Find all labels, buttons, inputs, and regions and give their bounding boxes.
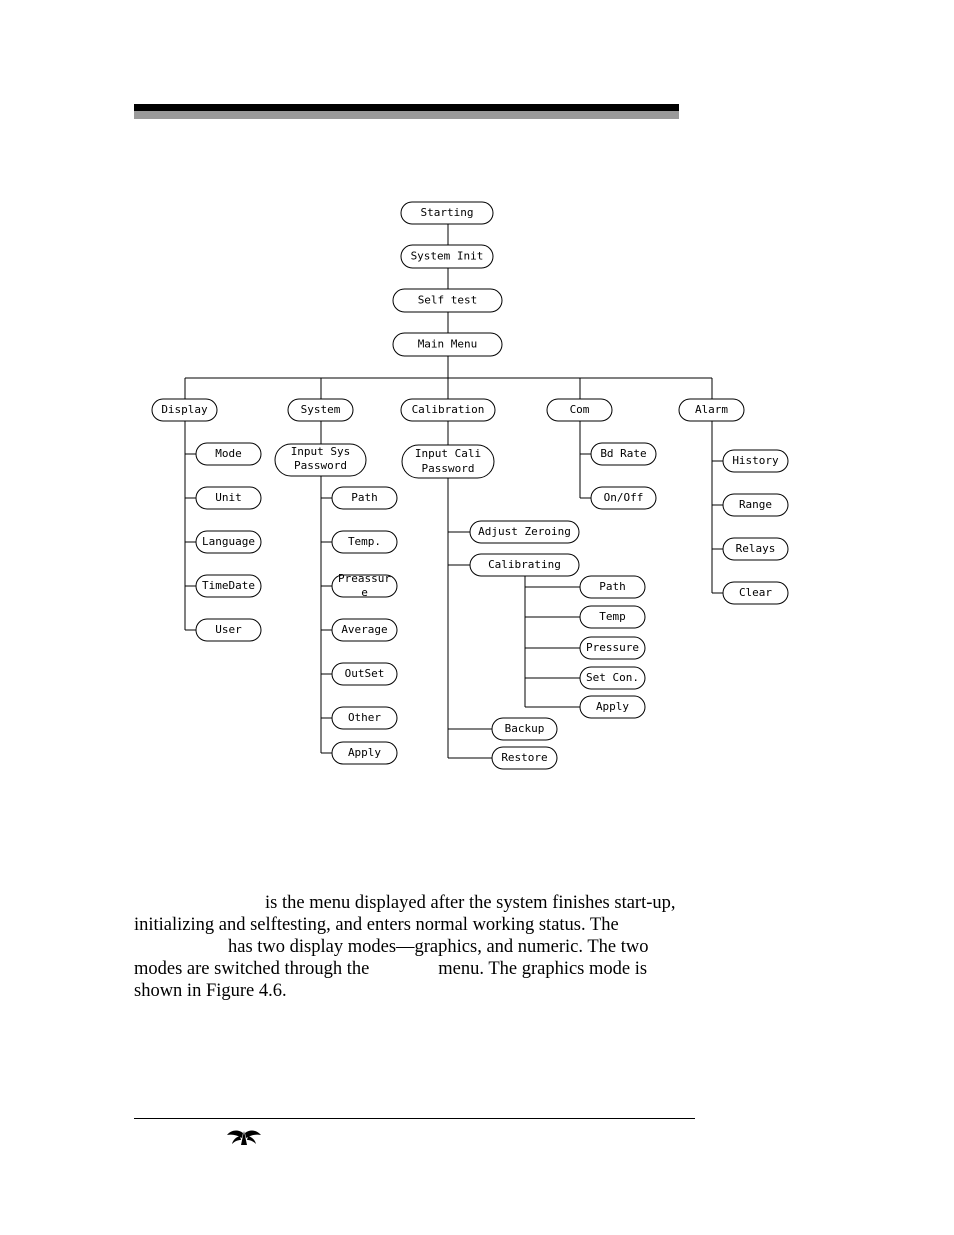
svg-text:Average: Average xyxy=(341,623,387,636)
footer-rule xyxy=(134,1118,695,1119)
paragraph-line-5: shown in Figure 4.6. xyxy=(134,981,287,1001)
paragraph-line-1: is the menu displayed after the system f… xyxy=(265,893,676,913)
svg-text:Apply: Apply xyxy=(348,746,381,759)
svg-text:OutSet: OutSet xyxy=(345,667,385,680)
svg-text:Backup: Backup xyxy=(505,722,545,735)
node-com-on-off: On/Off xyxy=(590,486,657,510)
node-display-mode: Mode xyxy=(195,442,262,466)
svg-text:Password: Password xyxy=(422,462,475,475)
node-system-path: Path xyxy=(331,486,398,510)
node-alarm-clear: Clear xyxy=(722,581,789,605)
node-system-init: System Init xyxy=(400,244,494,269)
svg-text:Alarm: Alarm xyxy=(695,403,728,416)
node-display-unit: Unit xyxy=(195,486,262,510)
svg-text:Apply: Apply xyxy=(596,700,629,713)
node-system-outset: OutSet xyxy=(331,662,398,686)
svg-text:Temp: Temp xyxy=(599,610,626,623)
svg-text:Range: Range xyxy=(739,498,772,511)
node-system-temp: Temp. xyxy=(331,530,398,554)
node-system: System xyxy=(287,398,354,422)
node-alarm-range: Range xyxy=(722,493,789,517)
svg-text:System Init: System Init xyxy=(411,250,484,263)
svg-text:Path: Path xyxy=(599,580,626,593)
node-calibration-apply: Apply xyxy=(579,695,646,719)
svg-text:Relays: Relays xyxy=(736,542,776,555)
connector-lines xyxy=(184,224,723,759)
node-calibration-password: Input Cali Password xyxy=(401,444,495,479)
node-calibration-adjust-zeroing: Adjust Zeroing xyxy=(469,520,580,544)
svg-text:Pressure: Pressure xyxy=(586,641,639,654)
node-calibration-backup: Backup xyxy=(491,717,558,741)
node-system-average: Average xyxy=(331,618,398,642)
header-rule-black xyxy=(134,104,679,111)
node-com: Com xyxy=(546,398,613,422)
node-selftest: Self test xyxy=(392,288,503,313)
body-paragraph: is the menu displayed after the system f… xyxy=(134,892,682,1002)
node-display-language: Language xyxy=(195,530,262,554)
svg-text:Set Con.: Set Con. xyxy=(586,671,639,684)
svg-text:Self test: Self test xyxy=(418,294,478,307)
svg-text:Unit: Unit xyxy=(215,491,242,504)
node-calibration: Calibration xyxy=(400,398,496,422)
paragraph-line-3: has two display modes—graphics, and nume… xyxy=(228,937,649,957)
header-rule-gray xyxy=(134,111,679,119)
svg-text:Starting: Starting xyxy=(421,206,474,219)
node-calibration-path: Path xyxy=(579,575,646,599)
svg-text:Temp.: Temp. xyxy=(348,535,381,548)
node-calibration-set-con: Set Con. xyxy=(579,666,646,690)
svg-text:Restore: Restore xyxy=(501,751,547,764)
svg-text:Path: Path xyxy=(351,491,378,504)
node-calibration-calibrating: Calibrating xyxy=(469,553,580,577)
svg-text:TimeDate: TimeDate xyxy=(202,579,255,592)
svg-text:User: User xyxy=(215,623,242,636)
svg-text:Preassur: Preassur xyxy=(338,572,391,585)
node-alarm: Alarm xyxy=(678,398,745,422)
svg-text:Bd Rate: Bd Rate xyxy=(600,447,646,460)
svg-text:Clear: Clear xyxy=(739,586,772,599)
node-display: Display xyxy=(151,398,218,422)
svg-text:e: e xyxy=(361,586,368,599)
svg-text:History: History xyxy=(732,454,779,467)
svg-text:Input Sys: Input Sys xyxy=(291,445,351,458)
node-display-user: User xyxy=(195,618,262,642)
svg-text:Input Cali: Input Cali xyxy=(415,447,481,460)
node-display-timedate: TimeDate xyxy=(195,574,262,598)
svg-text:On/Off: On/Off xyxy=(604,491,644,504)
node-starting: Starting xyxy=(400,201,494,225)
svg-text:Language: Language xyxy=(202,535,255,548)
node-com-bd-rate: Bd Rate xyxy=(590,442,657,466)
node-system-other: Other xyxy=(331,706,398,730)
node-calibration-temp: Temp xyxy=(579,605,646,629)
node-main-menu: Main Menu xyxy=(392,332,503,357)
node-alarm-history: History xyxy=(722,449,789,473)
node-system-apply: Apply xyxy=(331,741,398,765)
node-calibration-pressure: Pressure xyxy=(579,636,646,660)
svg-text:Main Menu: Main Menu xyxy=(418,338,478,351)
svg-text:Com: Com xyxy=(570,403,590,416)
svg-text:Display: Display xyxy=(161,403,208,416)
company-logo-icon xyxy=(227,1130,261,1145)
svg-text:Other: Other xyxy=(348,711,381,724)
svg-text:Calibrating: Calibrating xyxy=(488,558,561,571)
svg-text:Calibration: Calibration xyxy=(412,403,485,416)
svg-text:Password: Password xyxy=(294,459,347,472)
svg-text:System: System xyxy=(301,403,341,416)
svg-text:Adjust Zeroing: Adjust Zeroing xyxy=(478,525,571,538)
paragraph-line-2: initializing and selftesting, and enters… xyxy=(134,915,619,935)
node-system-pressure: Preassur e xyxy=(331,572,398,599)
node-calibration-restore: Restore xyxy=(491,746,558,770)
node-alarm-relays: Relays xyxy=(722,537,789,561)
svg-text:Mode: Mode xyxy=(215,447,242,460)
node-system-password: Input Sys Password xyxy=(274,443,367,477)
